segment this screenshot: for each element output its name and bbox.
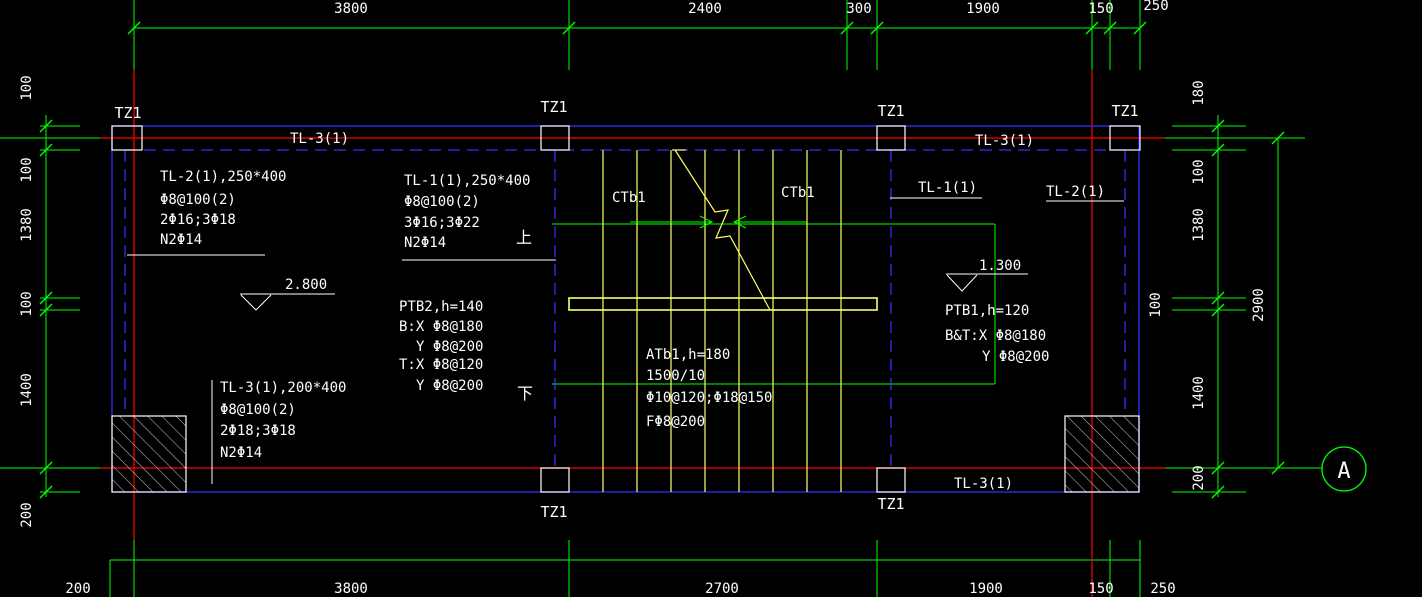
column-label: TZ1 xyxy=(1111,102,1138,120)
stair-flight xyxy=(568,149,878,492)
note-line: 3Φ16;3Φ22 xyxy=(404,215,480,231)
beam-label: TL-1(1) xyxy=(918,180,977,196)
dimension-texts: 3800 2400 300 1900 150 250 200 3800 2700… xyxy=(19,0,1267,597)
dim-bottom-5: 150 xyxy=(1088,581,1113,597)
beam-label: TL-2(1) xyxy=(1046,184,1105,200)
note-line: Φ8@100(2) xyxy=(160,192,236,208)
axis-bubble xyxy=(1321,446,1367,492)
note-line: B:X Φ8@180 xyxy=(399,319,483,335)
dim-right-5: 1400 xyxy=(1191,376,1207,410)
column-label: TZ1 xyxy=(877,102,904,120)
elevation-right: 1.300 xyxy=(979,258,1021,274)
wall-hatch xyxy=(111,415,1140,493)
dim-bottom-6: 250 xyxy=(1150,581,1175,597)
dim-right-4: 100 xyxy=(1148,292,1164,317)
column-labels: TZ1 TZ1 TZ1 TZ1 TZ1 TZ1 xyxy=(114,98,1138,521)
note-line: TL-3(1),200*400 xyxy=(220,380,346,396)
note-leaders xyxy=(127,197,1124,484)
note-line: 2Φ18;3Φ18 xyxy=(220,423,296,439)
ctb-right-label: CTb1 xyxy=(781,185,815,201)
dim-top-4: 1900 xyxy=(966,1,1000,17)
note-line: PTB1,h=120 xyxy=(945,303,1029,319)
note-line: N2Φ14 xyxy=(160,232,202,248)
note-line: Φ8@100(2) xyxy=(404,194,480,210)
dimension-lines xyxy=(0,0,1322,597)
dim-left-6: 200 xyxy=(19,502,35,527)
dim-top-5: 150 xyxy=(1088,1,1113,17)
note-line: PTB2,h=140 xyxy=(399,299,483,315)
note-line: N2Φ14 xyxy=(220,445,262,461)
note-line: N2Φ14 xyxy=(404,235,446,251)
dim-bottom-4: 1900 xyxy=(969,581,1003,597)
note-tl1: TL-1(1),250*400 Φ8@100(2) 3Φ16;3Φ22 N2Φ1… xyxy=(404,173,530,251)
note-ptb1: PTB1,h=120 B&T:X Φ8@180 Y Φ8@200 xyxy=(945,303,1049,365)
note-line: Y Φ8@200 xyxy=(416,378,483,394)
stair-down-label: 下 xyxy=(517,384,533,403)
dim-bottom-3: 2700 xyxy=(705,581,739,597)
note-line: TL-1(1),250*400 xyxy=(404,173,530,189)
note-tl2: TL-2(1),250*400 Φ8@100(2) 2Φ16;3Φ18 N2Φ1… xyxy=(160,169,286,248)
dim-left-4: 100 xyxy=(19,291,35,316)
slab-outline xyxy=(111,125,1140,493)
dim-right-1: 180 xyxy=(1191,80,1207,105)
note-line: FΦ8@200 xyxy=(646,414,705,430)
note-line: B&T:X Φ8@180 xyxy=(945,328,1046,344)
dim-left-3: 1380 xyxy=(19,208,35,242)
note-line: 2Φ16;3Φ18 xyxy=(160,212,236,228)
dim-right-6: 200 xyxy=(1191,465,1207,490)
elevation-left: 2.800 xyxy=(285,277,327,293)
dim-bottom-1: 200 xyxy=(65,581,90,597)
axis-label: A xyxy=(1337,459,1350,484)
dim-right-2: 100 xyxy=(1191,159,1207,184)
beam-labels: TL-3(1) TL-3(1) TL-3(1) TL-1(1) TL-2(1) xyxy=(290,131,1105,492)
dim-right-3: 1380 xyxy=(1191,208,1207,242)
beam-label: TL-3(1) xyxy=(954,476,1013,492)
note-line: TL-2(1),250*400 xyxy=(160,169,286,185)
dim-right-total: 2900 xyxy=(1251,288,1267,322)
column-label: TZ1 xyxy=(540,98,567,116)
note-line: Φ10@120;Φ18@150 xyxy=(646,390,772,406)
column-boxes xyxy=(111,125,1141,493)
note-line: Y Φ8@200 xyxy=(416,339,483,355)
note-ptb2: PTB2,h=140 B:X Φ8@180 Y Φ8@200 T:X Φ8@12… xyxy=(399,299,483,394)
column-label: TZ1 xyxy=(114,104,141,122)
note-atb1: ATb1,h=180 1500/10 Φ10@120;Φ18@150 FΦ8@2… xyxy=(646,347,772,430)
note-line: ATb1,h=180 xyxy=(646,347,730,363)
dim-top-3: 300 xyxy=(846,1,871,17)
dim-top-1: 3800 xyxy=(334,1,368,17)
note-tl3: TL-3(1),200*400 Φ8@100(2) 2Φ18;3Φ18 N2Φ1… xyxy=(220,380,346,461)
dim-bottom-2: 3800 xyxy=(334,581,368,597)
column-label: TZ1 xyxy=(877,495,904,513)
dim-left-1: 100 xyxy=(19,75,35,100)
dim-left-2: 100 xyxy=(19,157,35,182)
dim-top-2: 2400 xyxy=(688,1,722,17)
stair-up-label: 上 xyxy=(516,228,532,247)
beam-label: TL-3(1) xyxy=(290,131,349,147)
dim-left-5: 1400 xyxy=(19,373,35,407)
note-line: Y Φ8@200 xyxy=(982,349,1049,365)
column-label: TZ1 xyxy=(540,503,567,521)
note-line: T:X Φ8@120 xyxy=(399,357,483,373)
note-line: Φ8@100(2) xyxy=(220,402,296,418)
ctb-left-label: CTb1 xyxy=(612,190,646,206)
note-line: 1500/10 xyxy=(646,368,705,384)
beam-label: TL-3(1) xyxy=(975,133,1034,149)
dim-top-6: 250 xyxy=(1143,0,1168,14)
